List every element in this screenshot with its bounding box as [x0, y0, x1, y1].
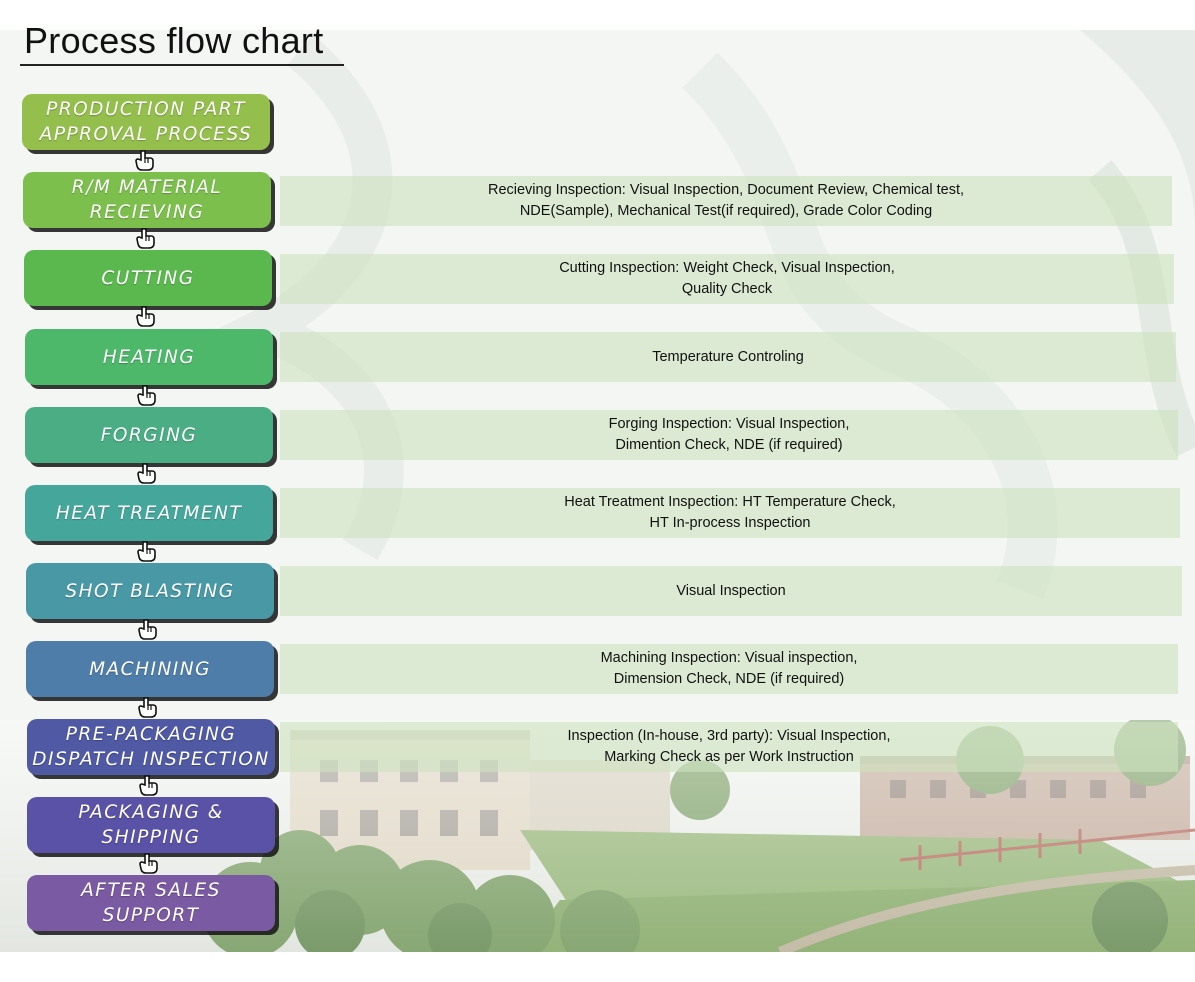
detail-band-heating: Temperature Controling — [280, 332, 1176, 382]
detail-band-pre-packaging: Inspection (In-house, 3rd party): Visual… — [280, 722, 1178, 772]
detail-band-shot-blasting: Visual Inspection — [280, 566, 1182, 616]
pointing-hand-icon — [139, 775, 158, 796]
pointing-hand-icon — [137, 541, 156, 562]
pointing-hand-icon — [137, 385, 156, 406]
detail-band-rm-material-recieving: Recieving Inspection: Visual Inspection,… — [280, 176, 1172, 226]
step-machining: MACHINING — [26, 641, 274, 697]
pointing-hand-icon — [138, 619, 157, 640]
step-cutting: CUTTING — [24, 250, 272, 306]
detail-band-machining: Machining Inspection: Visual inspection,… — [280, 644, 1178, 694]
title-underline — [20, 64, 344, 66]
pointing-hand-icon — [135, 150, 154, 171]
page-title: Process flow chart — [24, 20, 324, 61]
step-heat-treatment: HEAT TREATMENT — [25, 485, 273, 541]
step-forging: FORGING — [25, 407, 273, 463]
pointing-hand-icon — [138, 697, 157, 718]
step-heating: HEATING — [25, 329, 273, 385]
pointing-hand-icon — [136, 306, 155, 327]
pointing-hand-icon — [137, 463, 156, 484]
pointing-hand-icon — [136, 228, 155, 249]
step-shot-blasting: SHOT BLASTING — [26, 563, 274, 619]
detail-band-forging: Forging Inspection: Visual Inspection,Di… — [280, 410, 1178, 460]
step-packaging-shipping: PACKAGING &SHIPPING — [27, 797, 275, 853]
detail-band-cutting: Cutting Inspection: Weight Check, Visual… — [280, 254, 1174, 304]
detail-band-heat-treatment: Heat Treatment Inspection: HT Temperatur… — [280, 488, 1180, 538]
pointing-hand-icon — [139, 853, 158, 874]
